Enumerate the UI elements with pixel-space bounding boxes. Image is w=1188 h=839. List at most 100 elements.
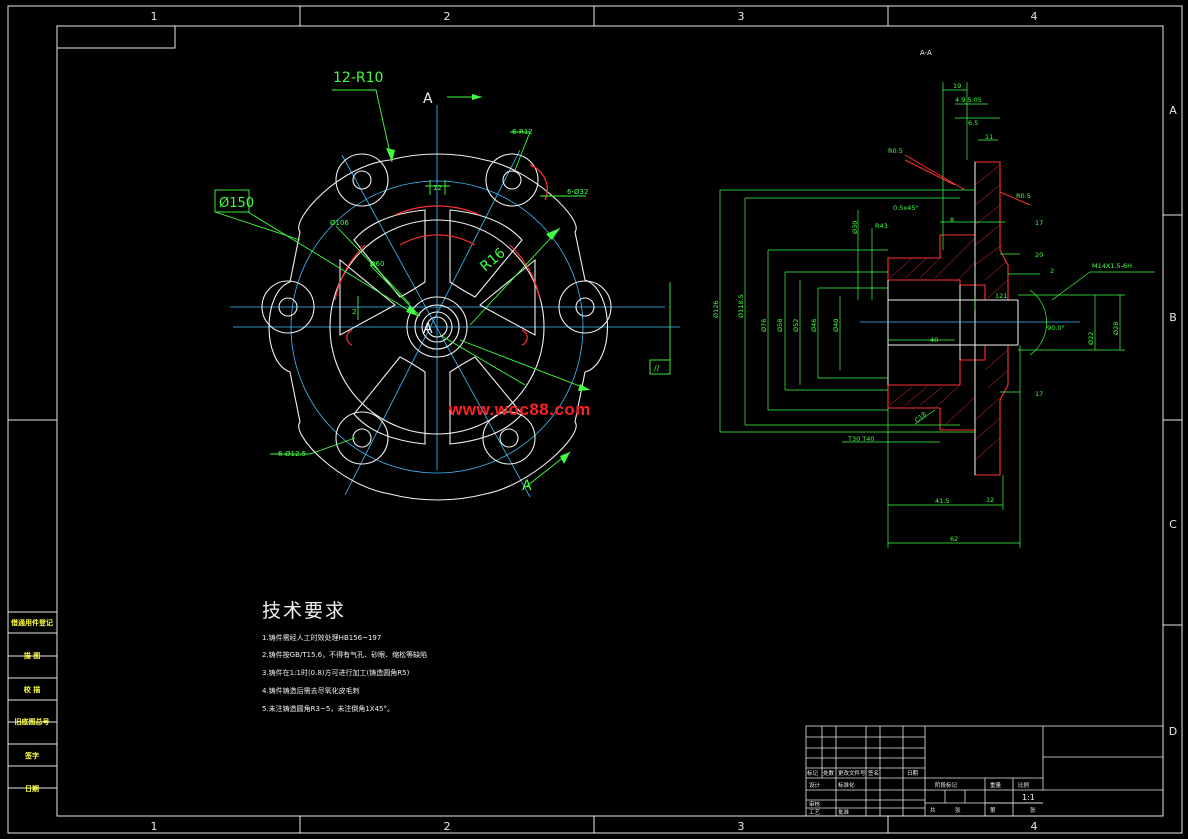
dim-phi150: Ø150 xyxy=(219,196,254,211)
tb-stage: 阶段标记 xyxy=(935,781,958,789)
tb-scale-label: 比例 xyxy=(1018,781,1030,789)
dim-phi46: Ø46 xyxy=(810,319,818,332)
title-block xyxy=(805,725,1164,817)
tech-item-1: 1.铸件需经人工时效处理HB156~197 xyxy=(262,634,382,642)
dim-phi106: Ø106 xyxy=(330,219,349,227)
tech-requirements-title: 技术要求 xyxy=(262,600,347,622)
dim-2-section: 2 xyxy=(1050,267,1054,275)
tb-sheet2: 张 xyxy=(955,806,961,814)
cut-mark-top: A xyxy=(423,91,433,107)
dim-6-phi12-5: 6-Ø12.5 xyxy=(278,450,306,458)
section-lower-hatch xyxy=(887,344,1009,476)
top-left-corner-box xyxy=(57,26,176,49)
tech-item-2: 2.铸件按GB/T15.6，不得有气孔、砂眼、缩松等缺陷 xyxy=(262,651,428,659)
dim-2-front: 2 xyxy=(352,308,356,316)
tb-std: 标准化 xyxy=(838,781,855,789)
row-label-c: C xyxy=(1169,518,1177,531)
tb-approve: 批准 xyxy=(838,808,850,816)
col-label-2-bottom: 2 xyxy=(444,820,451,833)
col-label-4-top: 4 xyxy=(1031,10,1038,23)
dim-121: 121 xyxy=(995,292,1007,300)
dim-phi60: Ø60 xyxy=(370,260,384,268)
tb-review: 审核 xyxy=(809,800,821,808)
row-label-b: B xyxy=(1169,311,1177,324)
row-label-a: A xyxy=(1169,104,1177,117)
side-panel-reg: 借通用件登记 xyxy=(11,619,53,627)
dim-20: 20 xyxy=(1035,251,1043,259)
dim-17-bottom: 17 xyxy=(1035,390,1043,398)
inner-frame xyxy=(56,25,1164,817)
center-mark: A xyxy=(423,321,433,337)
side-panel-check: 校 描 xyxy=(23,686,41,694)
tb-date: 日期 xyxy=(907,770,919,777)
tb-scale: 1:1 xyxy=(1022,793,1035,802)
dim-phi22: Ø22 xyxy=(1087,332,1095,345)
side-panel-date: 日期 xyxy=(25,785,39,793)
dim-phi30: Ø30 xyxy=(851,221,859,234)
dim-11: 11 xyxy=(985,133,993,141)
dim-phi28: Ø28 xyxy=(1112,322,1120,335)
col-label-2-top: 2 xyxy=(444,10,451,23)
dim-phi76: Ø76 xyxy=(760,319,768,332)
tb-change-doc: 更改文件号 xyxy=(838,769,866,777)
dim-r0-5-b: R0.5 xyxy=(1016,192,1031,200)
col-label-3-top: 3 xyxy=(738,10,745,23)
dim-17-top: 17 xyxy=(1035,219,1043,227)
dim-41-5: 41.5 xyxy=(935,497,949,505)
dim-12-r10: 12-R10 xyxy=(333,70,383,86)
tb-design: 设计 xyxy=(809,781,821,789)
side-panel-trace: 描 图 xyxy=(23,652,41,660)
dim-phi52: Ø52 xyxy=(792,319,800,332)
dim-phi58: Ø58 xyxy=(776,319,784,332)
dim-angle: 90.0° xyxy=(1047,324,1065,332)
side-panel-old-no: 旧底图总号 xyxy=(14,718,50,726)
dim-r43: R43 xyxy=(875,222,888,230)
dim-12: 12 xyxy=(433,184,442,192)
dim-4-9-5-05: 4.9 5.05 xyxy=(955,96,982,104)
col-label-4-bottom: 4 xyxy=(1031,820,1038,833)
dim-12-section: 12 xyxy=(986,496,994,504)
tb-mark: 标记 xyxy=(807,769,819,777)
tech-item-4: 4.铸件铸造后需去尽氧化皮毛刺 xyxy=(262,687,360,695)
side-panel-signature: 签字 xyxy=(25,752,39,760)
tb-page: 第 xyxy=(990,806,996,814)
dim-8: 8 xyxy=(950,216,954,224)
section-view: A-A xyxy=(712,49,1155,548)
tech-item-3: 3.铸件在1:1时(0.8)方可进行加工(铸造圆角R5) xyxy=(262,669,410,677)
cut-mark-bottom: A xyxy=(522,478,532,494)
col-label-3-bottom: 3 xyxy=(738,820,745,833)
dim-t30-t40: T30 T40 xyxy=(847,435,875,443)
tech-item-5: 5.未注铸造圆角R3~5，未注倒角1X45°。 xyxy=(262,705,394,713)
row-label-d: D xyxy=(1169,725,1177,738)
dim-thread: M14X1.5-6H xyxy=(1092,262,1132,270)
tb-process: 工艺 xyxy=(809,809,821,816)
dim-c18: C18 xyxy=(913,410,928,424)
watermark: www.woc88.com xyxy=(449,400,591,419)
dim-6-phi32: 6-Ø32 xyxy=(567,188,588,196)
dim-40: 40 xyxy=(930,336,938,344)
section-label: A-A xyxy=(920,49,932,57)
dim-chamfer: 0.5x45° xyxy=(893,204,919,212)
dim-phi118-5: Ø118.5 xyxy=(737,294,745,318)
col-label-1-top: 1 xyxy=(151,10,158,23)
dim-62: 62 xyxy=(950,535,958,543)
dim-19: 19 xyxy=(953,82,961,90)
tb-sheet: 共 xyxy=(930,806,936,814)
dim-phi126: Ø126 xyxy=(712,300,720,318)
dim-phi40: Ø40 xyxy=(832,319,840,332)
dim-r0-5-a: R0.5 xyxy=(888,147,903,155)
tb-page2: 张 xyxy=(1030,806,1036,814)
tb-weight: 重量 xyxy=(990,781,1002,789)
dim-r16: R16 xyxy=(477,245,508,275)
outer-frame xyxy=(7,5,1183,834)
dim-6-5: 6.5 xyxy=(968,119,978,127)
section-upper-hatch xyxy=(887,161,1009,301)
dim-6-r12: 6-R12 xyxy=(512,128,533,136)
tb-count: 处数 xyxy=(823,769,835,777)
flange-outline xyxy=(268,153,609,501)
col-label-1-bottom: 1 xyxy=(151,820,158,833)
surface-box-symbol: // xyxy=(654,364,660,373)
front-view: 12-R10 Ø150 6-R12 6-Ø32 12 Ø106 Ø60 R16 … xyxy=(214,70,680,501)
tb-sign: 签名 xyxy=(868,769,879,777)
